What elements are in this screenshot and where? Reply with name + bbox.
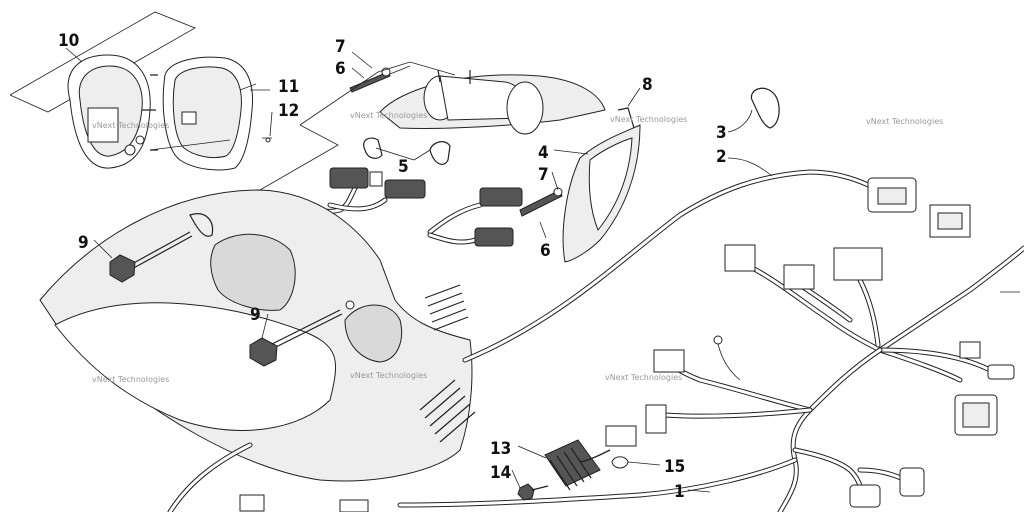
part-label-3: 3: [716, 123, 727, 143]
part-label-11: 11: [278, 77, 299, 97]
part-labels: 10 11 12 7 6 8 3 2 5 4 7 6 9 9 13 14 15 …: [58, 31, 727, 502]
bolt-upper: [109, 231, 193, 283]
part-label-14: 14: [490, 463, 511, 483]
part-label-13: 13: [490, 439, 511, 459]
part-label-7: 7: [538, 165, 549, 185]
vent-bottom: [419, 379, 476, 443]
gauge-assembly: [9, 11, 272, 171]
connectors-left: [287, 137, 523, 247]
watermark: vNext Technologies: [92, 375, 169, 384]
part-label-15: 15: [664, 457, 685, 477]
vent-top: [424, 284, 469, 331]
leader-lines: [65, 47, 773, 493]
regulator-assembly: [517, 425, 637, 501]
watermark: vNext Technologies: [610, 115, 687, 124]
part-label-12: 12: [278, 101, 299, 121]
part-label-10: 10: [58, 31, 79, 51]
watermark: vNext Technologies: [605, 373, 682, 382]
wiring-harness: [397, 169, 1024, 512]
part-label-4: 4: [538, 143, 549, 163]
part-label-5: 5: [398, 157, 409, 177]
part-label-9: 9: [78, 233, 89, 253]
watermark: vNext Technologies: [350, 111, 427, 120]
part-label-9: 9: [250, 305, 261, 325]
part-label-1: 1: [674, 482, 685, 502]
part-label-6: 6: [540, 241, 551, 261]
hood-body: [39, 189, 476, 512]
part-label-6: 6: [335, 59, 346, 79]
part-label-8: 8: [642, 75, 653, 95]
watermark: vNext Technologies: [92, 121, 169, 130]
watermarks: vNext Technologies vNext Technologies vN…: [92, 111, 943, 384]
part-label-7: 7: [335, 37, 346, 57]
watermark: vNext Technologies: [350, 371, 427, 380]
bolt-lower: [249, 300, 355, 367]
watermark: vNext Technologies: [866, 117, 943, 126]
headlight-assembly: [259, 61, 780, 263]
part-label-2: 2: [716, 147, 727, 167]
